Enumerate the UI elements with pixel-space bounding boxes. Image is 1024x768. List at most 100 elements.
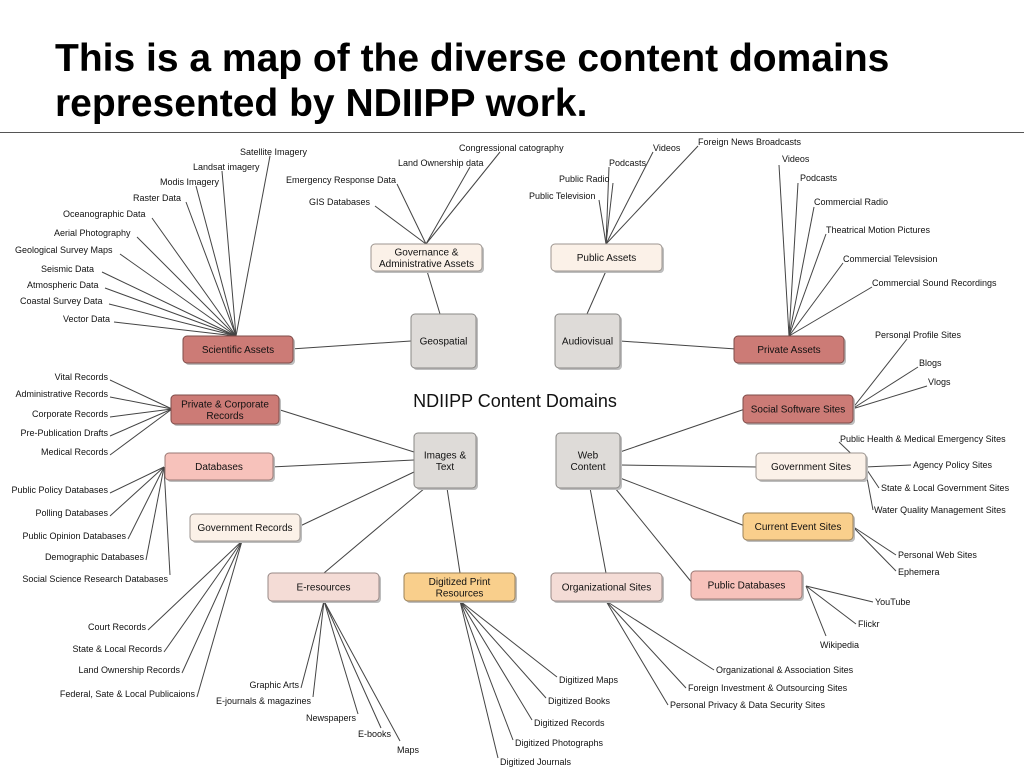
leaf-link-pcr: [109, 396, 173, 410]
domain-eres-label-line: E-resources: [297, 583, 351, 594]
leaf-link-gov: [425, 151, 501, 245]
hub-av-box: [554, 313, 621, 369]
leaf-link-govrec: [196, 540, 243, 698]
hub-link-sci: [290, 340, 412, 350]
leaf-link-sci: [221, 170, 237, 337]
hub-link-soc: [619, 408, 746, 453]
domain-pub-box: [550, 243, 663, 272]
leaf-foreign-news-broadcasts: Foreign News Broadcasts: [698, 137, 802, 147]
domain-eres-box: [267, 572, 380, 602]
domain-pub-label-line: Public Assets: [577, 253, 636, 264]
domain-soc: Social Software Sites: [742, 394, 855, 425]
domain-gov-box: [370, 243, 483, 272]
domain-soc-label: Social Software Sites: [751, 405, 846, 416]
domain-dpr-label-line: Resources: [436, 588, 484, 599]
connector-lines: [101, 145, 928, 759]
domain-sci-box: [182, 335, 294, 364]
leaf-link-sci: [108, 303, 237, 337]
leaf-state-and-local-records: State & Local Records: [72, 644, 162, 654]
leaf-modis-imagery: Modis Imagery: [160, 177, 220, 187]
hub-av-label: Audiovisual: [562, 337, 613, 348]
hub-link-cur: [619, 477, 746, 527]
domain-sci: Scientific Assets: [182, 335, 295, 365]
leaf-geological-survey-maps: Geological Survey Maps: [15, 245, 113, 255]
leaf-medical-records: Medical Records: [41, 447, 109, 457]
hub-img-label-line: Images &: [424, 450, 467, 461]
leaf-link-sci: [151, 217, 237, 337]
leaf-digitized-records: Digitized Records: [534, 718, 605, 728]
leaf-link-priv: [788, 286, 873, 337]
leaf-federal-sate-and-local-publicaions: Federal, Sate & Local Publicaions: [60, 689, 196, 699]
hub-link-govrec: [297, 471, 415, 528]
leaf-digitized-journals: Digitized Journals: [500, 757, 572, 767]
leaf-digitized-photographs: Digitized Photographs: [515, 738, 604, 748]
leaf-link-eres: [300, 600, 325, 689]
leaf-youtube: YouTube: [875, 597, 910, 607]
leaf-link-pubdb: [805, 585, 874, 603]
leaf-digitized-maps: Digitized Maps: [559, 675, 619, 685]
leaf-link-dpr: [459, 600, 558, 678]
leaf-personal-profile-sites: Personal Profile Sites: [875, 330, 962, 340]
leaf-link-gov: [374, 205, 427, 245]
domain-gov-label-line: Governance &: [395, 247, 459, 258]
leaf-link-sci: [119, 253, 237, 337]
leaf-link-priv: [788, 182, 799, 337]
leaves-govs: Public Health & Medical Emergency SitesA…: [840, 434, 1010, 515]
leaf-link-priv: [788, 206, 815, 337]
domain-org: Organizational Sites: [550, 572, 664, 603]
leaf-link-govrec: [147, 540, 243, 631]
domain-sci-label: Scientific Assets: [202, 345, 274, 356]
domain-govrec-box: [189, 513, 301, 542]
hub-link-pub: [586, 270, 607, 315]
leaf-link-pubdb: [805, 585, 857, 625]
leaf-link-pub: [605, 182, 614, 245]
leaf-link-org: [605, 600, 715, 671]
leaf-wikipedia: Wikipedia: [820, 640, 859, 650]
leaf-link-pubdb: [805, 585, 827, 637]
hub-link-gov: [426, 270, 441, 315]
domain-cur-box: [742, 512, 854, 541]
leaf-public-radio: Public Radio: [559, 174, 610, 184]
leaf-court-records: Court Records: [88, 622, 147, 632]
leaf-videos: Videos: [782, 154, 810, 164]
domain-gov: Governance &Administrative Assets: [370, 243, 484, 273]
domain-pcr-label-line: Private & Corporate: [181, 399, 269, 410]
domain-pubdb-box: [690, 570, 803, 600]
leaf-maps: Maps: [397, 745, 420, 755]
domain-pcr-box: [170, 394, 280, 425]
leaf-link-gov: [425, 166, 471, 245]
domain-org-label: Organizational Sites: [562, 583, 652, 594]
leaf-link-sci: [101, 271, 237, 337]
leaf-social-science-research-databases: Social Science Research Databases: [22, 574, 168, 584]
hub-img-label: Images &Text: [424, 450, 467, 473]
leaf-commercial-radio: Commercial Radio: [814, 197, 888, 207]
leaf-link-db: [127, 466, 165, 540]
leaf-personal-privacy-and-data-security-sites: Personal Privacy & Data Security Sites: [670, 700, 826, 710]
leaf-link-gov: [396, 183, 427, 245]
hub-link-dpr: [446, 487, 461, 574]
domain-dpr-box: [403, 572, 516, 602]
leaf-state-and-local-government-sites: State & Local Government Sites: [881, 483, 1010, 493]
leaf-link-pcr: [109, 379, 173, 410]
leaf-emergency-response-data: Emergency Response Data: [286, 175, 396, 185]
leaf-link-sci: [195, 185, 237, 337]
domain-gov-label: Governance &Administrative Assets: [379, 247, 474, 270]
hub-web-label-line: Content: [570, 462, 605, 473]
domain-priv: Private Assets: [733, 335, 846, 365]
leaf-land-ownership-records: Land Ownership Records: [78, 665, 180, 675]
leaf-link-priv: [788, 262, 844, 337]
hub-img-label-line: Text: [436, 462, 455, 473]
domain-db-box: [164, 452, 274, 481]
leaf-flickr: Flickr: [858, 619, 880, 629]
hub-geo: Geospatial: [410, 313, 478, 370]
leaf-link-pcr: [109, 408, 173, 437]
hub-img-box: [413, 432, 477, 489]
leaf-link-pcr: [109, 408, 173, 418]
title-divider: [0, 132, 1024, 133]
